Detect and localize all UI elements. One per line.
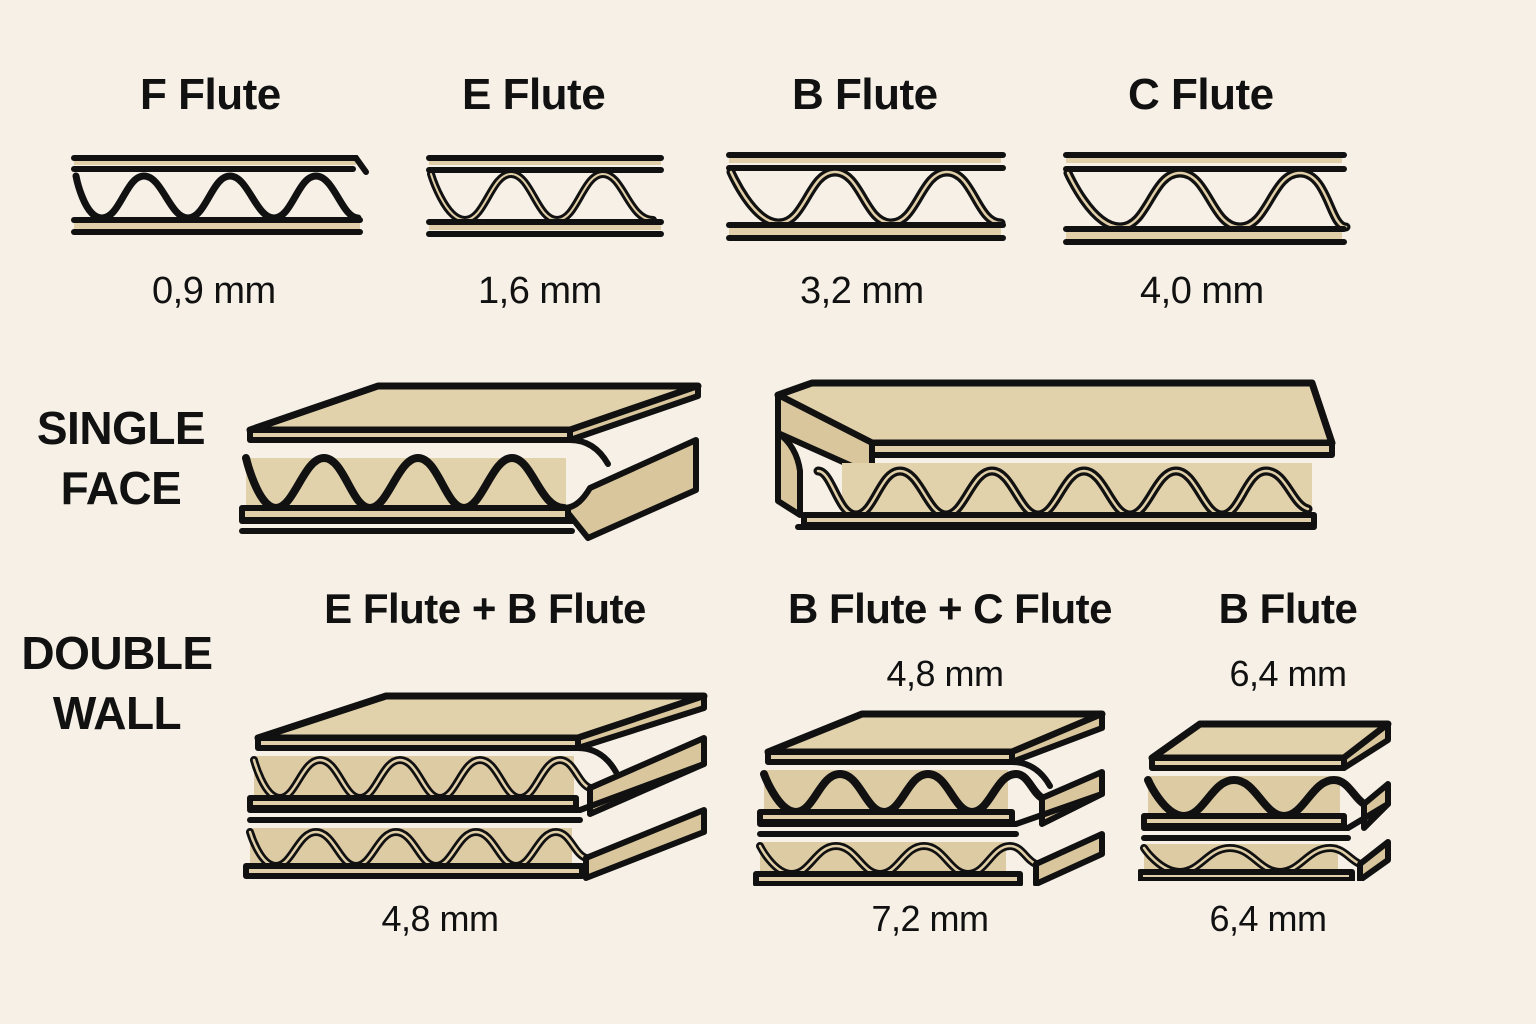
double-wall-thickness-b-c: 7,2 mm xyxy=(871,898,989,939)
double-wall-thickness-above-b: 6,4 mm xyxy=(1229,653,1347,694)
double-wall-title-e-b: E Flute + B Flute xyxy=(324,585,646,632)
board-double-wall-b-c xyxy=(752,706,1122,886)
board-single-face-left xyxy=(228,378,720,543)
flute-title-c: C Flute xyxy=(1128,70,1274,119)
row-label-single-face-line2: FACE xyxy=(60,462,182,514)
board-double-wall-e-b xyxy=(238,688,730,883)
row-label-double-wall-line2: WALL xyxy=(52,687,182,739)
double-wall-thickness-e-b: 4,8 mm xyxy=(381,898,499,939)
double-wall-thickness-b: 6,4 mm xyxy=(1209,898,1327,939)
flute-thickness-e: 1,6 mm xyxy=(478,270,602,312)
flute-title-b: B Flute xyxy=(792,70,938,119)
flute-crosssection-c xyxy=(1062,145,1352,250)
flute-thickness-c: 4,0 mm xyxy=(1140,270,1264,312)
board-single-face-right xyxy=(752,375,1352,540)
flute-crosssection-f xyxy=(70,150,370,245)
double-wall-title-b-c: B Flute + C Flute xyxy=(787,585,1113,632)
double-wall-thickness-above-b-c: 4,8 mm xyxy=(886,653,1004,694)
row-label-single-face-line1: SINGLE xyxy=(36,402,206,454)
flute-crosssection-e xyxy=(425,150,670,245)
flute-title-f: F Flute xyxy=(140,70,281,119)
board-double-wall-b xyxy=(1138,716,1408,881)
flute-crosssection-b xyxy=(725,145,1010,250)
flute-thickness-f: 0,9 mm xyxy=(152,270,276,312)
flute-title-e: E Flute xyxy=(462,70,606,119)
row-label-double-wall-line1: DOUBLE xyxy=(21,627,213,679)
double-wall-title-b: B Flute xyxy=(1218,585,1358,632)
flute-thickness-b: 3,2 mm xyxy=(800,270,924,312)
